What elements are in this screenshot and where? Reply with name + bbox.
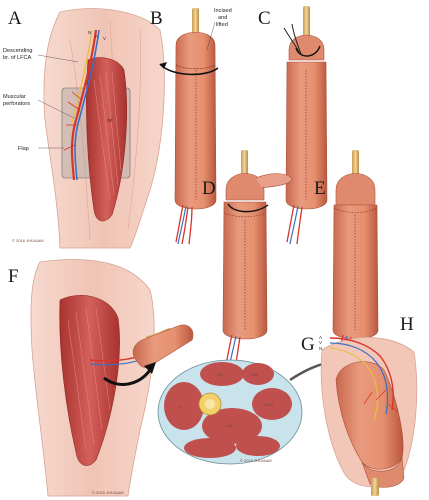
muscle-posterior	[184, 438, 236, 458]
panel-d: D	[202, 150, 293, 373]
panel-f-letter: F	[8, 266, 19, 287]
panel-c: C	[258, 6, 328, 245]
rod	[192, 8, 199, 38]
vein-b	[177, 205, 187, 245]
muscle-fibers	[67, 307, 111, 451]
corona-suture	[223, 212, 267, 218]
vein-c	[289, 205, 299, 245]
neophallus-tube	[222, 201, 268, 340]
panel-b-letter: B	[150, 8, 163, 29]
descending-label-2: br. of LFCA	[3, 55, 32, 61]
note-leader	[206, 21, 216, 51]
incised-label-1: Incised	[214, 8, 232, 14]
muscle-label-rf: RF	[218, 372, 224, 377]
rotation-arrow-head	[160, 62, 167, 69]
panel-f-copyright: © 2016 JHU/AAM	[92, 490, 124, 495]
panel-h-letter: H	[400, 314, 414, 335]
branch-vessels-h	[363, 389, 399, 413]
perforator-branches	[63, 91, 83, 151]
flap-label: Flap	[18, 146, 29, 152]
muscle-label-vm: VM	[226, 423, 232, 428]
muscle-vm	[202, 408, 262, 444]
avn-label-v: V	[319, 340, 323, 345]
transfer-arrow	[103, 369, 152, 386]
rotation-arrow	[295, 45, 321, 57]
panel-d-letter: D	[202, 178, 216, 199]
muscular-label-1: Muscular	[3, 94, 26, 100]
neophallus-tube	[332, 204, 379, 340]
skin-strip	[255, 173, 293, 189]
vein-vessel	[74, 29, 100, 181]
vessels-c	[286, 204, 303, 245]
neophallus-tube	[285, 61, 328, 210]
panel-b: B Incised and lifted	[150, 8, 232, 245]
panel-f: F © 2016 JHU/AAM	[8, 259, 194, 497]
muscle-label-vl: VL	[178, 404, 184, 409]
rf-label: RF	[107, 118, 113, 123]
vessels-b	[175, 204, 193, 245]
glans	[335, 173, 376, 206]
rod	[371, 478, 379, 496]
muscle-add-l	[252, 388, 292, 420]
panel-e-letter: E	[314, 178, 326, 199]
muscle-fibers	[93, 71, 122, 201]
panel-a-letter: A	[8, 8, 22, 29]
corona-suture	[333, 207, 378, 213]
nav-label-n: N	[88, 30, 91, 35]
glans	[225, 173, 265, 201]
glans-incision	[175, 64, 216, 70]
muscle-vl	[164, 382, 204, 430]
neophallus-tube	[132, 324, 194, 368]
muscle-rf	[200, 362, 244, 386]
descending-label-1: Descending	[3, 48, 33, 54]
muscle-label-add-l: Add L	[264, 402, 275, 407]
nerve-h	[329, 347, 379, 421]
artery-vessel	[70, 29, 98, 181]
avn-label-n: N	[319, 346, 322, 351]
muscle-sart	[242, 363, 274, 385]
nav-label-v: V	[103, 36, 107, 41]
panel-a-copyright: © 2016 JHU/AAM	[12, 238, 44, 243]
muscle-posterior-2	[236, 436, 280, 456]
incised-label-3: lifted	[216, 22, 228, 28]
transfer-arrow-head	[144, 362, 156, 374]
muscle-label-sart: Sart	[251, 372, 259, 377]
neophallus-tube	[174, 32, 217, 210]
panel-c-letter: C	[258, 8, 271, 29]
incised-label-2: and	[218, 15, 227, 21]
femur-marrow	[205, 399, 215, 409]
rod	[303, 6, 310, 38]
nav-label-a: A	[95, 34, 99, 39]
panel-e: E	[314, 150, 379, 373]
wrap-arrow	[227, 203, 269, 213]
avn-label-a: A	[319, 335, 323, 340]
nerve-vessel	[71, 29, 93, 123]
panel-h: H A V N	[319, 314, 418, 496]
rectus-femoris-muscle	[59, 295, 120, 466]
rod	[352, 150, 359, 178]
panel-a: A N A V Descending br. of LFCA Muscular …	[3, 8, 165, 249]
panel-g: G RF Sart VL VM Add L © 2016 JHU/AAM	[157, 334, 338, 465]
label-leader-lines	[37, 54, 79, 149]
panel-g-letter: G	[301, 334, 315, 355]
forceps-instrument	[283, 23, 302, 55]
panel-g-copyright: © 2016 JHU/AAM	[240, 458, 272, 463]
vein-h	[329, 342, 389, 415]
rod	[241, 150, 248, 178]
muscular-label-2: perforators	[3, 101, 30, 107]
artery-h	[329, 337, 394, 411]
